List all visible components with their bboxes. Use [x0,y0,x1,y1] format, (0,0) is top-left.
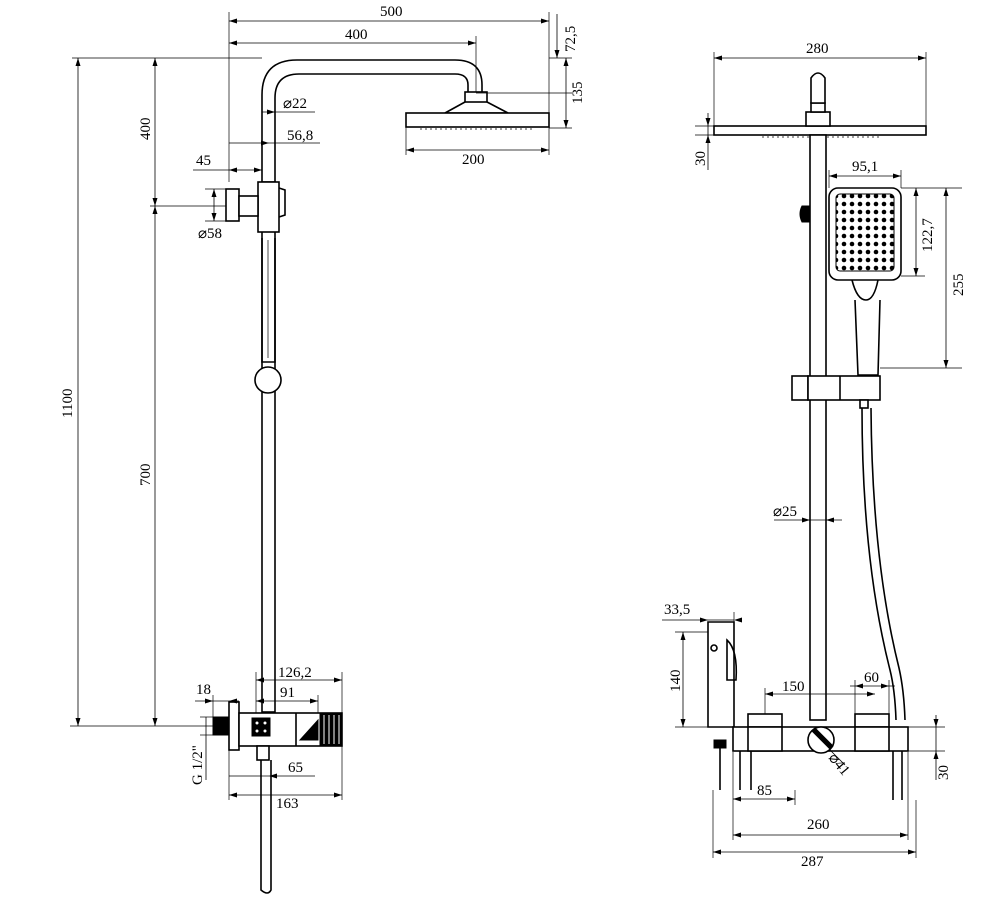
mixer-handle-left [747,713,783,728]
wall-bracket [225,188,240,222]
dim-mixer-height: 30 [936,765,952,780]
dim-wall-connector: 18 [196,682,211,698]
dim-head-height: 135 [570,82,586,105]
riser-pipe [809,134,827,721]
riser-pipe [261,181,276,713]
slider-bracket [257,181,280,233]
dim-head-thickness: 30 [693,151,709,166]
hand-shower-nozzles [835,193,895,272]
dim-mixer-body: 91 [280,685,295,701]
hose [861,407,897,721]
dim-mixer-depth: 163 [276,796,299,812]
dim-centers: 260 [807,817,830,833]
slider [791,375,809,401]
dim-handle-width: 60 [864,670,879,686]
dim-bracket-diameter: ⌀58 [198,226,222,242]
dim-lower-section: 700 [138,464,154,487]
dim-head-width: 280 [806,41,829,57]
dim-thread: G 1/2" [190,745,206,785]
dim-outlet-offset: 65 [288,760,303,776]
dim-overall-width: 500 [380,4,403,20]
dim-hand-width: 95,1 [852,159,878,175]
shower-arm [261,59,483,182]
dim-hand-face: 122,7 [920,218,936,252]
hand-shower-holder [707,621,735,728]
dim-hand-total: 255 [951,274,967,297]
dim-holder-depth: 33,5 [664,602,690,618]
hand-shower-profile [261,238,276,363]
dim-holder-height: 140 [668,670,684,693]
dim-total-height: 1100 [60,389,76,418]
holder-knob [254,366,282,394]
dim-outlet-offset: 85 [757,783,772,799]
dim-handle-spacing: 150 [782,679,805,695]
dim-knob-diameter: ⌀41 [825,750,853,779]
dim-head-top: 72,5 [563,26,579,52]
shower-arm-inner [274,73,469,182]
dim-upper-section: 400 [138,118,154,141]
hand-shower-handle [854,299,881,376]
overhead-shower-head [405,112,550,128]
hose [260,760,272,894]
dim-bracket-depth: 45 [196,153,211,169]
hose-outlet [256,745,270,761]
head-neck [444,101,509,114]
dim-arm-length: 400 [345,27,368,43]
dim-riser-diameter: ⌀25 [773,504,797,520]
wall-plate [228,701,240,751]
wall-connector [212,716,230,736]
mixer-knob [319,712,343,747]
dim-bracket-offset: 56,8 [287,128,313,144]
overhead-shower-head [713,125,927,136]
front-view: 280 30 95,1 122,7 255 ⌀25 33,5 [662,41,967,870]
dim-pipe-diameter: ⌀22 [283,96,307,112]
dim-head-width: 200 [462,152,485,168]
head-connector [810,102,826,113]
dim-total-width: 287 [801,854,824,870]
dim-mixer-length: 126,2 [278,665,312,681]
side-view: 500 400 72,5 135 200 ⌀22 56,8 4 [60,4,586,894]
mixer-handle-right [854,713,890,728]
head-connector [464,91,488,103]
